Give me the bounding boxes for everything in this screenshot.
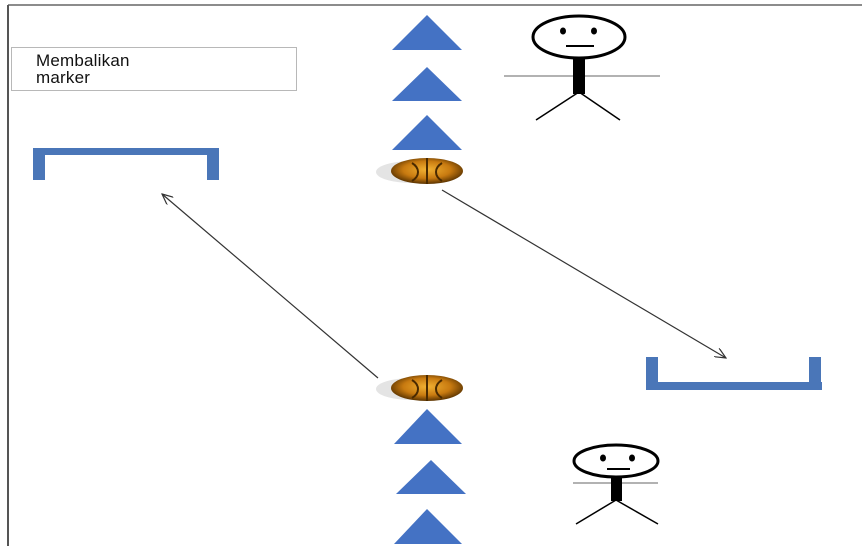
stick-figure-icon [572,443,660,525]
stick-figure-icon [504,14,660,121]
ball-icon [376,375,463,401]
ball-icon [376,158,463,184]
cone-icon [392,115,462,150]
drill-label-box: Membalikan marker [11,47,297,91]
arrow-icon [441,189,726,358]
cone-icon [392,67,462,101]
cone-icon [394,509,462,544]
cone-icon [394,409,462,444]
cone-icon [396,460,466,494]
drill-label: Membalikan marker [36,51,130,87]
goal-icon [33,148,219,180]
goal-icon [646,357,822,390]
arrow-icon [162,194,379,379]
cone-icon [392,15,462,50]
